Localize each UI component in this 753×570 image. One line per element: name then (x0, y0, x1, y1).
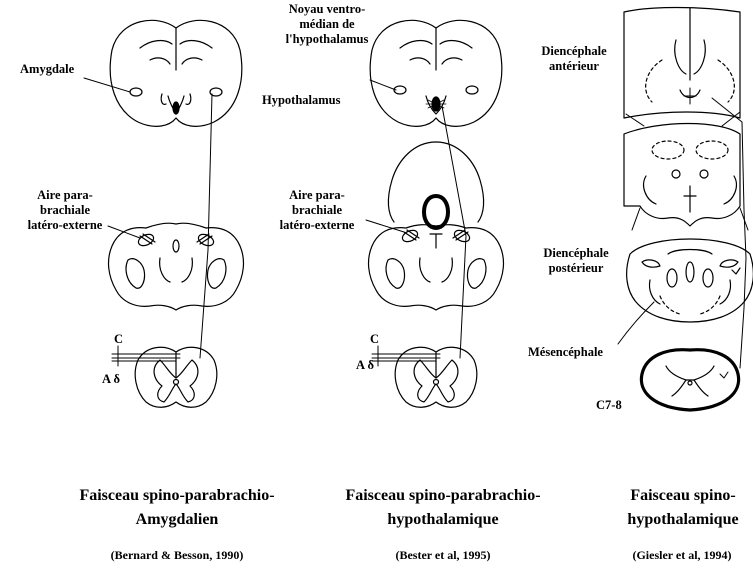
panel1-spinal-cord (135, 347, 217, 407)
label-line: brachiale (10, 203, 120, 218)
panel3-posterior-diencephalon (627, 239, 753, 322)
label-line: l'hypothalamus (262, 32, 392, 47)
label-diencephale-anterieur: Diencéphale antérieur (530, 44, 618, 74)
title-line: Faisceau spino-parabrachio- (50, 484, 304, 508)
panel3-title: Faisceau spino- hypothalamique (616, 484, 750, 532)
label-c7-8: C7-8 (596, 398, 622, 413)
label-line: latéro-externe (262, 218, 372, 233)
title-line: Faisceau spino-parabrachio- (316, 484, 570, 508)
panel2-reference: (Bester et al, 1995) (326, 548, 560, 563)
panel2-spinal-cord (395, 347, 477, 407)
panel3-diencephalon-mid (624, 124, 740, 227)
label-line: Diencéphale (532, 246, 620, 261)
panel2-title: Faisceau spino-parabrachio- hypothalamiq… (316, 484, 570, 532)
panel3-anterior-diencephalon (624, 8, 740, 119)
label-line: brachiale (262, 203, 372, 218)
label-line: Noyau ventro- (262, 2, 392, 17)
label-mesencephale: Mésencéphale (528, 345, 603, 360)
title-line: hypothalamique (316, 508, 570, 532)
label-diencephale-posterieur: Diencéphale postérieur (532, 246, 620, 276)
label-adelta-fibers-2: A δ (356, 358, 374, 373)
panel1-reference: (Bernard & Besson, 1990) (60, 548, 294, 563)
label-c-fibers-2: C (370, 332, 379, 347)
label-noyau-ventromedian: Noyau ventro- médian de l'hypothalamus (262, 2, 392, 47)
panel3-spinal-cord (641, 350, 738, 410)
label-hypothalamus: Hypothalamus (262, 93, 341, 108)
label-line: Aire para- (262, 188, 372, 203)
panel1-brain-section (110, 20, 242, 126)
label-line: Diencéphale (530, 44, 618, 59)
label-line: postérieur (532, 261, 620, 276)
label-amygdale: Amygdale (20, 62, 74, 77)
panel3-pathways (626, 98, 748, 368)
panel3-leader-lines (618, 302, 654, 344)
title-line: Faisceau spino- (616, 484, 750, 508)
panel3-reference: (Giesler et al, 1994) (612, 548, 752, 563)
title-line: hypothalamique (616, 508, 750, 532)
label-line: médian de (262, 17, 392, 32)
title-line: Amygdalien (50, 508, 304, 532)
panel1-title: Faisceau spino-parabrachio- Amygdalien (50, 484, 304, 532)
label-line: Aire para- (10, 188, 120, 203)
label-c-fibers-1: C (114, 332, 123, 347)
label-aire-parabrachiale-1: Aire para- brachiale latéro-externe (10, 188, 120, 233)
label-aire-parabrachiale-2: Aire para- brachiale latéro-externe (262, 188, 372, 233)
label-line: latéro-externe (10, 218, 120, 233)
label-adelta-fibers-1: A δ (102, 372, 120, 387)
label-line: antérieur (530, 59, 618, 74)
panel1-brainstem-section (109, 223, 244, 310)
